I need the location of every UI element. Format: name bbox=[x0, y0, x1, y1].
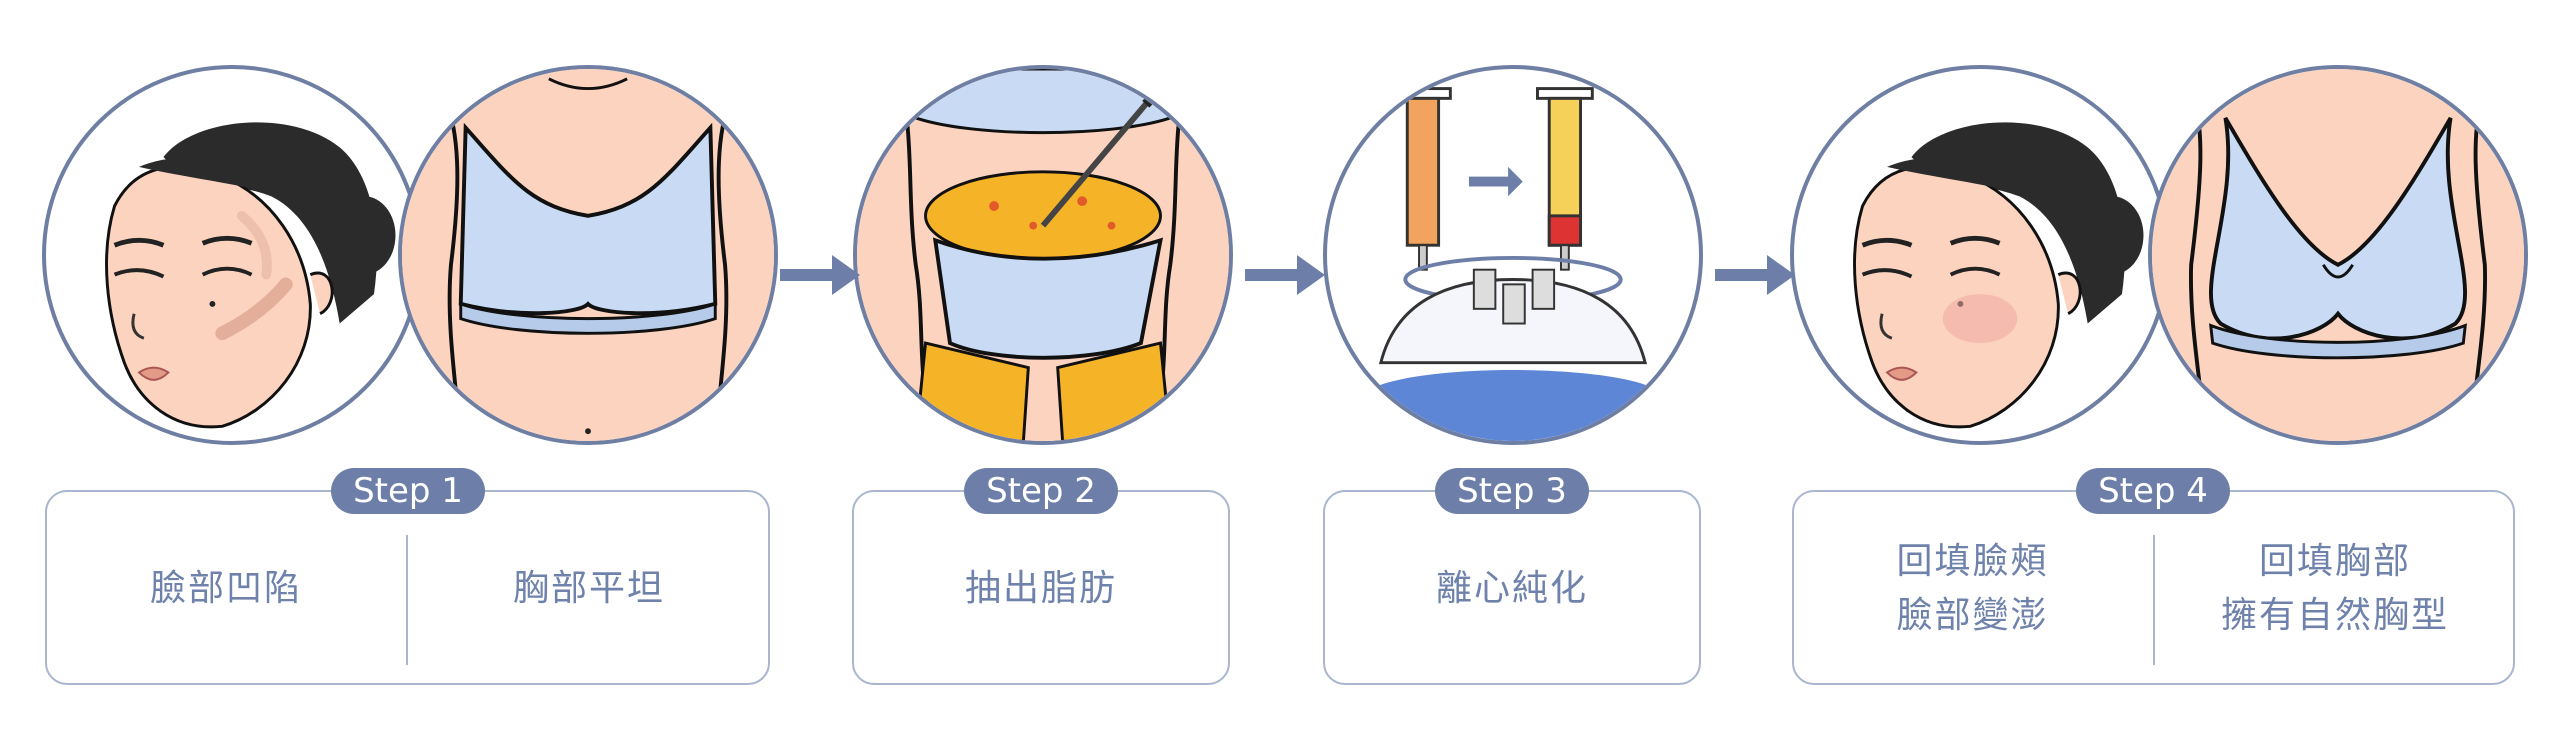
step-3-box bbox=[1323, 490, 1701, 685]
arrow-right-icon bbox=[1715, 255, 1795, 295]
step-4-divider bbox=[2153, 535, 2155, 665]
step-2-label: 抽出脂肪 bbox=[964, 568, 1117, 609]
chest-after-illustration bbox=[2148, 65, 2528, 445]
step-4-label-face: 回填臉頰 臉部變澎 bbox=[1896, 541, 2049, 636]
step-1-divider bbox=[406, 535, 408, 665]
step-1-badge: Step 1 bbox=[331, 468, 485, 514]
step-1-label-chest: 胸部平坦 bbox=[512, 568, 665, 609]
face-before-illustration bbox=[42, 65, 422, 445]
step-4-badge: Step 4 bbox=[2076, 468, 2230, 514]
step-2-badge: Step 2 bbox=[964, 468, 1118, 514]
arrow-right-icon bbox=[780, 255, 860, 295]
centrifuge-illustration bbox=[1323, 65, 1703, 445]
chest-before-illustration bbox=[398, 65, 778, 445]
step-2-box bbox=[852, 490, 1230, 685]
step-4-label-chest: 回填胸部 擁有自然胸型 bbox=[2220, 541, 2449, 636]
arrow-right-icon bbox=[1245, 255, 1325, 295]
face-after-illustration bbox=[1790, 65, 2170, 445]
step-3-badge: Step 3 bbox=[1435, 468, 1589, 514]
step-1-label-face: 臉部凹陷 bbox=[149, 568, 302, 609]
step-3-label: 離心純化 bbox=[1435, 568, 1588, 609]
liposuction-illustration bbox=[853, 65, 1233, 445]
